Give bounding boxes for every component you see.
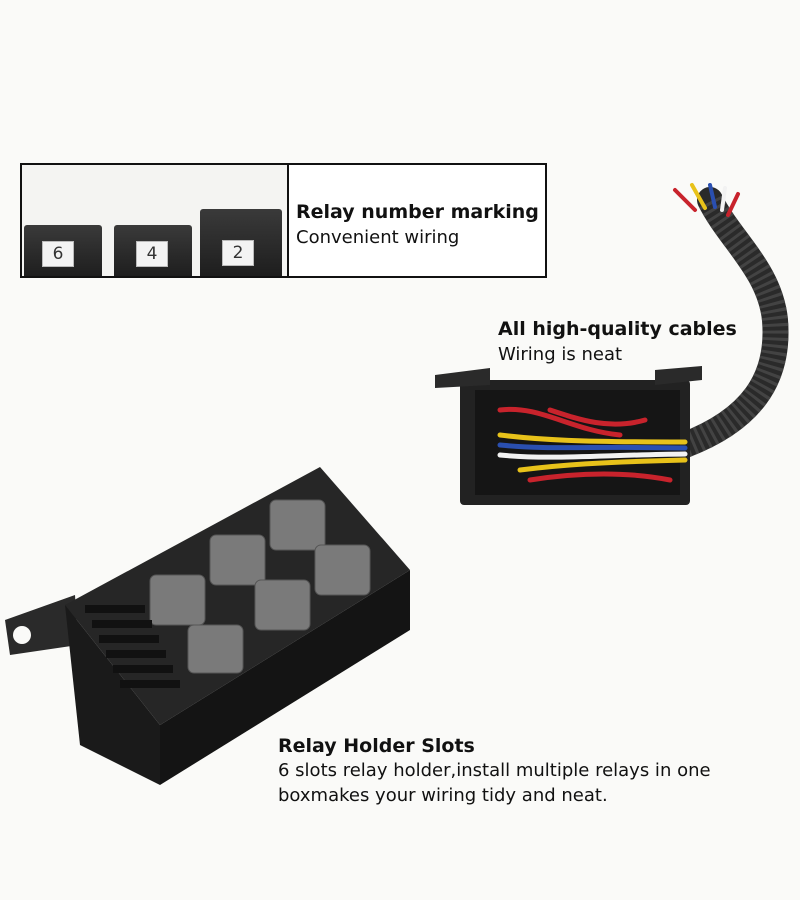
relay-number-title: Relay number marking [296, 201, 539, 223]
relay-label-4: 4 [136, 241, 168, 267]
wired-relay-box-image [435, 183, 789, 505]
relay-block-6: 6 [24, 225, 102, 276]
holder-desc-line1: 6 slots relay holder,install multiple re… [278, 760, 711, 781]
holder-title: Relay Holder Slots [278, 735, 475, 757]
cables-subtitle: Wiring is neat [498, 344, 623, 365]
relay-label-6: 6 [42, 241, 74, 267]
relay-block-2: 2 [200, 209, 282, 276]
relay-holder-box-image [5, 467, 410, 785]
relay-number-callout: 6 4 2 Relay number marking Convenient wi… [20, 163, 547, 278]
cables-title: All high-quality cables [498, 318, 737, 340]
relay-number-photo: 6 4 2 [22, 165, 287, 276]
relay-label-2: 2 [222, 240, 254, 266]
callout-divider [287, 165, 289, 276]
relay-block-4: 4 [114, 225, 192, 276]
holder-desc-line2: boxmakes your wiring tidy and neat. [278, 785, 608, 806]
relay-number-subtitle: Convenient wiring [296, 227, 460, 248]
